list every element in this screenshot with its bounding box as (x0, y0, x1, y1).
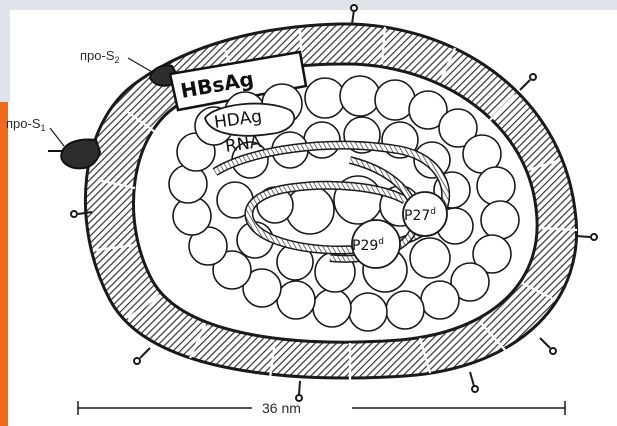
scale-bar: 36 nm (78, 400, 565, 416)
pre-s2-label: пpo-S2 (80, 48, 120, 65)
scale-bar-label: 36 nm (262, 400, 301, 416)
pre-s1-protrusion (48, 140, 100, 169)
pre-s1-label: пpo-S1 (6, 116, 46, 133)
